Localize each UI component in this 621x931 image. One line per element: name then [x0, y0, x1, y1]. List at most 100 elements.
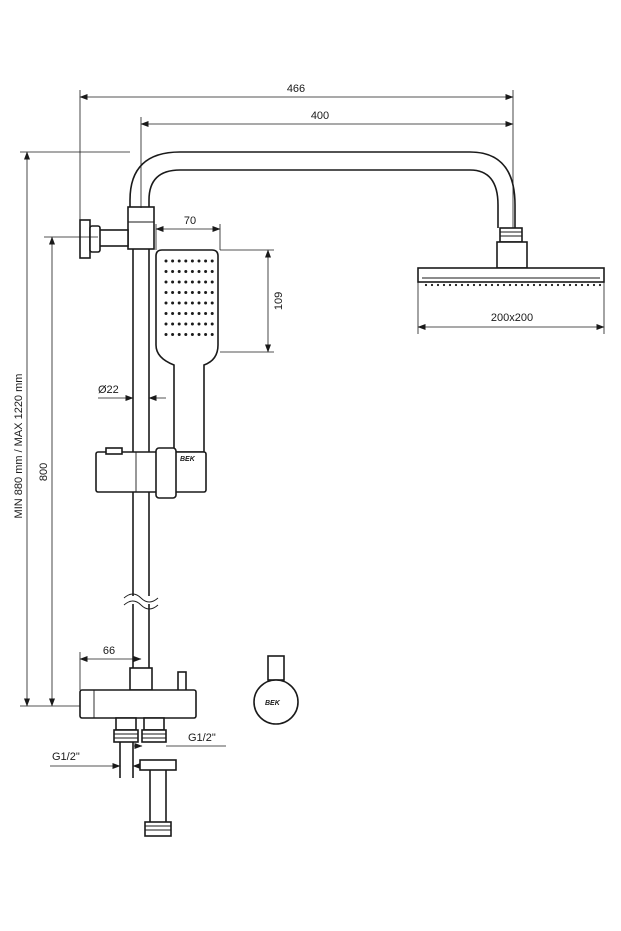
head-nozzle-dot	[586, 283, 590, 287]
head-nozzle-dot	[520, 283, 524, 287]
head-nozzle-dot	[514, 283, 518, 287]
nozzle-dot	[210, 322, 214, 326]
head-nozzle-dot	[466, 283, 470, 287]
nozzle-dot	[210, 259, 214, 263]
dim-label-70: 70	[184, 215, 196, 227]
nozzle-dot	[164, 312, 168, 315]
nozzle-dot	[184, 291, 188, 294]
nozzle-dot	[204, 333, 208, 336]
nozzle-dot	[164, 322, 168, 326]
head-nozzle-dot	[568, 283, 572, 287]
head-nozzle-dot	[538, 283, 542, 287]
nozzle-dot	[197, 280, 201, 284]
head-nozzle-dot	[478, 283, 482, 287]
nozzle-dot	[164, 280, 168, 284]
nozzle-dot	[177, 333, 181, 336]
head-nozzle-dot	[532, 283, 536, 287]
dimension-overall-width: 466	[79, 83, 514, 228]
rain-shower-head	[417, 227, 605, 287]
nozzle-dot	[171, 280, 175, 284]
mixer	[79, 667, 197, 837]
nozzle-dot	[177, 301, 181, 305]
nozzle-dot	[190, 301, 194, 305]
nozzle-dot	[197, 322, 201, 326]
dimension-hand-height: 109	[220, 249, 285, 353]
head-nozzle-dot	[430, 283, 434, 287]
head-nozzle-dot	[508, 283, 512, 287]
head-nozzle-dot	[448, 283, 452, 287]
nozzle-dot	[171, 333, 175, 336]
dimension-head-size: 200x200	[417, 282, 605, 334]
nozzle-dot	[210, 312, 214, 315]
nozzle-dot	[190, 322, 194, 326]
nozzle-dot	[210, 270, 214, 273]
nozzle-dot	[164, 333, 168, 336]
dimension-inlet-left: G1/2"	[50, 751, 141, 769]
nozzle-dot	[197, 333, 201, 336]
handle-logo-text: BEK	[265, 700, 281, 707]
dim-label-400: 400	[311, 110, 329, 122]
nozzle-dot	[184, 280, 188, 284]
dimension-rail-length: 800	[38, 236, 98, 707]
nozzle-dot	[204, 301, 208, 305]
head-nozzle-dot	[490, 283, 494, 287]
nozzle-dot	[204, 280, 208, 284]
nozzle-dot	[177, 322, 181, 326]
dimension-mixer-offset: 66	[79, 645, 142, 690]
head-nozzle-dot	[442, 283, 446, 287]
nozzle-dot	[171, 291, 175, 294]
nozzle-dot	[197, 270, 201, 273]
hand-shower	[155, 249, 219, 453]
dimension-inlet-right: G1/2"	[134, 732, 226, 749]
nozzle-dot	[171, 322, 175, 326]
nozzle-dot	[171, 270, 175, 273]
head-nozzle-dot	[484, 283, 488, 287]
nozzle-dot	[164, 259, 168, 263]
nozzle-dot	[197, 291, 201, 294]
head-nozzle-dot	[496, 283, 500, 287]
head-nozzle-dot	[526, 283, 530, 287]
head-nozzle-dot	[472, 283, 476, 287]
nozzle-dot	[177, 291, 181, 294]
head-nozzle-dot	[454, 283, 458, 287]
wall-bracket	[79, 219, 129, 259]
dim-label-inlet-right: G1/2"	[188, 732, 216, 744]
dimension-rail-diameter: Ø22	[98, 384, 166, 401]
nozzle-dot	[190, 333, 194, 336]
nozzle-dot	[184, 259, 188, 263]
nozzle-dot	[171, 259, 175, 263]
nozzle-dot	[164, 291, 168, 294]
nozzle-dot	[177, 259, 181, 263]
nozzle-dot	[210, 333, 214, 336]
head-nozzle-dot	[460, 283, 464, 287]
nozzle-dot	[177, 312, 181, 315]
nozzle-dot	[184, 270, 188, 273]
nozzle-dot	[184, 322, 188, 326]
nozzle-dot	[210, 280, 214, 284]
head-nozzle-dot	[580, 283, 584, 287]
mixer-handle-side-view: BEK	[253, 655, 299, 725]
nozzle-dot	[184, 333, 188, 336]
head-nozzle-dot	[544, 283, 548, 287]
nozzle-dot	[177, 280, 181, 284]
dim-label-diameter: Ø22	[98, 384, 119, 396]
head-nozzle-dot	[598, 283, 602, 287]
dim-label-466: 466	[287, 83, 305, 95]
nozzle-dot	[164, 270, 168, 273]
nozzle-dot	[164, 301, 168, 305]
dimension-arm-length: 400	[140, 110, 514, 208]
nozzle-dot	[210, 301, 214, 305]
nozzle-dot	[177, 270, 181, 273]
head-nozzle-dot	[556, 283, 560, 287]
nozzle-dot	[204, 270, 208, 273]
dimension-hand-width: 70	[155, 215, 221, 250]
nozzle-dot	[190, 280, 194, 284]
nozzle-dot	[190, 291, 194, 294]
nozzle-dot	[197, 259, 201, 263]
shower-rail	[123, 249, 159, 668]
shower-arm	[129, 151, 516, 228]
dim-label-109: 109	[273, 292, 285, 310]
nozzle-dot	[171, 301, 175, 305]
nozzle-dot	[204, 322, 208, 326]
